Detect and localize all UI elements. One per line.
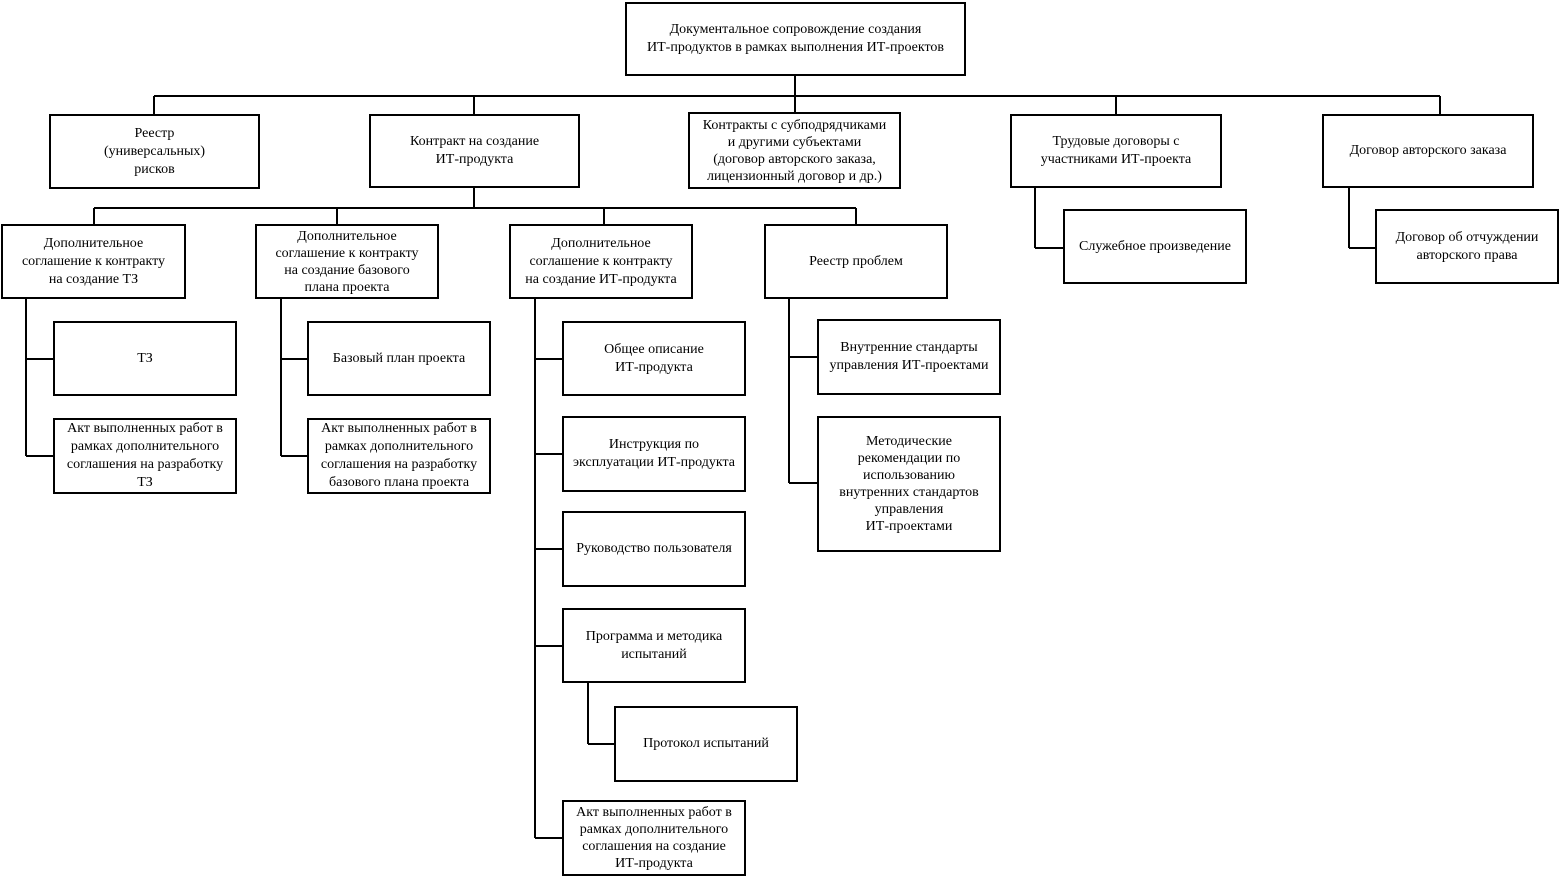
add-agreement-baseline-node: Дополнительное соглашение к контракту на… (255, 224, 439, 299)
add-agreement-tz-node: Дополнительное соглашение к контракту на… (1, 224, 186, 299)
act-baseline-node: Акт выполненных работ в рамках дополните… (307, 418, 491, 494)
service-work-node: Служебное произведение (1063, 209, 1247, 284)
add-agreement-product-node: Дополнительное соглашение к контракту на… (509, 224, 693, 299)
root-node: Документальное сопровождение создания ИТ… (625, 2, 966, 76)
alienation-agreement-node: Договор об отчуждении авторского права (1375, 209, 1559, 284)
act-product-node: Акт выполненных работ в рамках дополните… (562, 800, 746, 876)
guidelines-node: Методические рекомендации по использован… (817, 416, 1001, 552)
act-tz-node: Акт выполненных работ в рамках дополните… (53, 418, 237, 494)
subcontracts-node: Контракты с субподрядчиками и другими су… (688, 112, 901, 189)
author-order-node: Договор авторского заказа (1322, 114, 1534, 188)
contract-node: Контракт на создание ИТ-продукта (369, 114, 580, 188)
tz-node: ТЗ (53, 321, 237, 396)
risk-registry-node: Реестр (универсальных) рисков (49, 114, 260, 189)
test-program-node: Программа и методика испытаний (562, 608, 746, 683)
user-guide-node: Руководство пользователя (562, 511, 746, 587)
labor-contracts-node: Трудовые договоры с участниками ИТ-проек… (1010, 114, 1222, 188)
operation-instruction-node: Инструкция по эксплуатации ИТ-продукта (562, 416, 746, 492)
issues-registry-node: Реестр проблем (764, 224, 948, 299)
test-protocol-node: Протокол испытаний (614, 706, 798, 782)
baseline-plan-node: Базовый план проекта (307, 321, 491, 396)
internal-standards-node: Внутренние стандарты управления ИТ-проек… (817, 319, 1001, 395)
product-description-node: Общее описание ИТ-продукта (562, 321, 746, 396)
